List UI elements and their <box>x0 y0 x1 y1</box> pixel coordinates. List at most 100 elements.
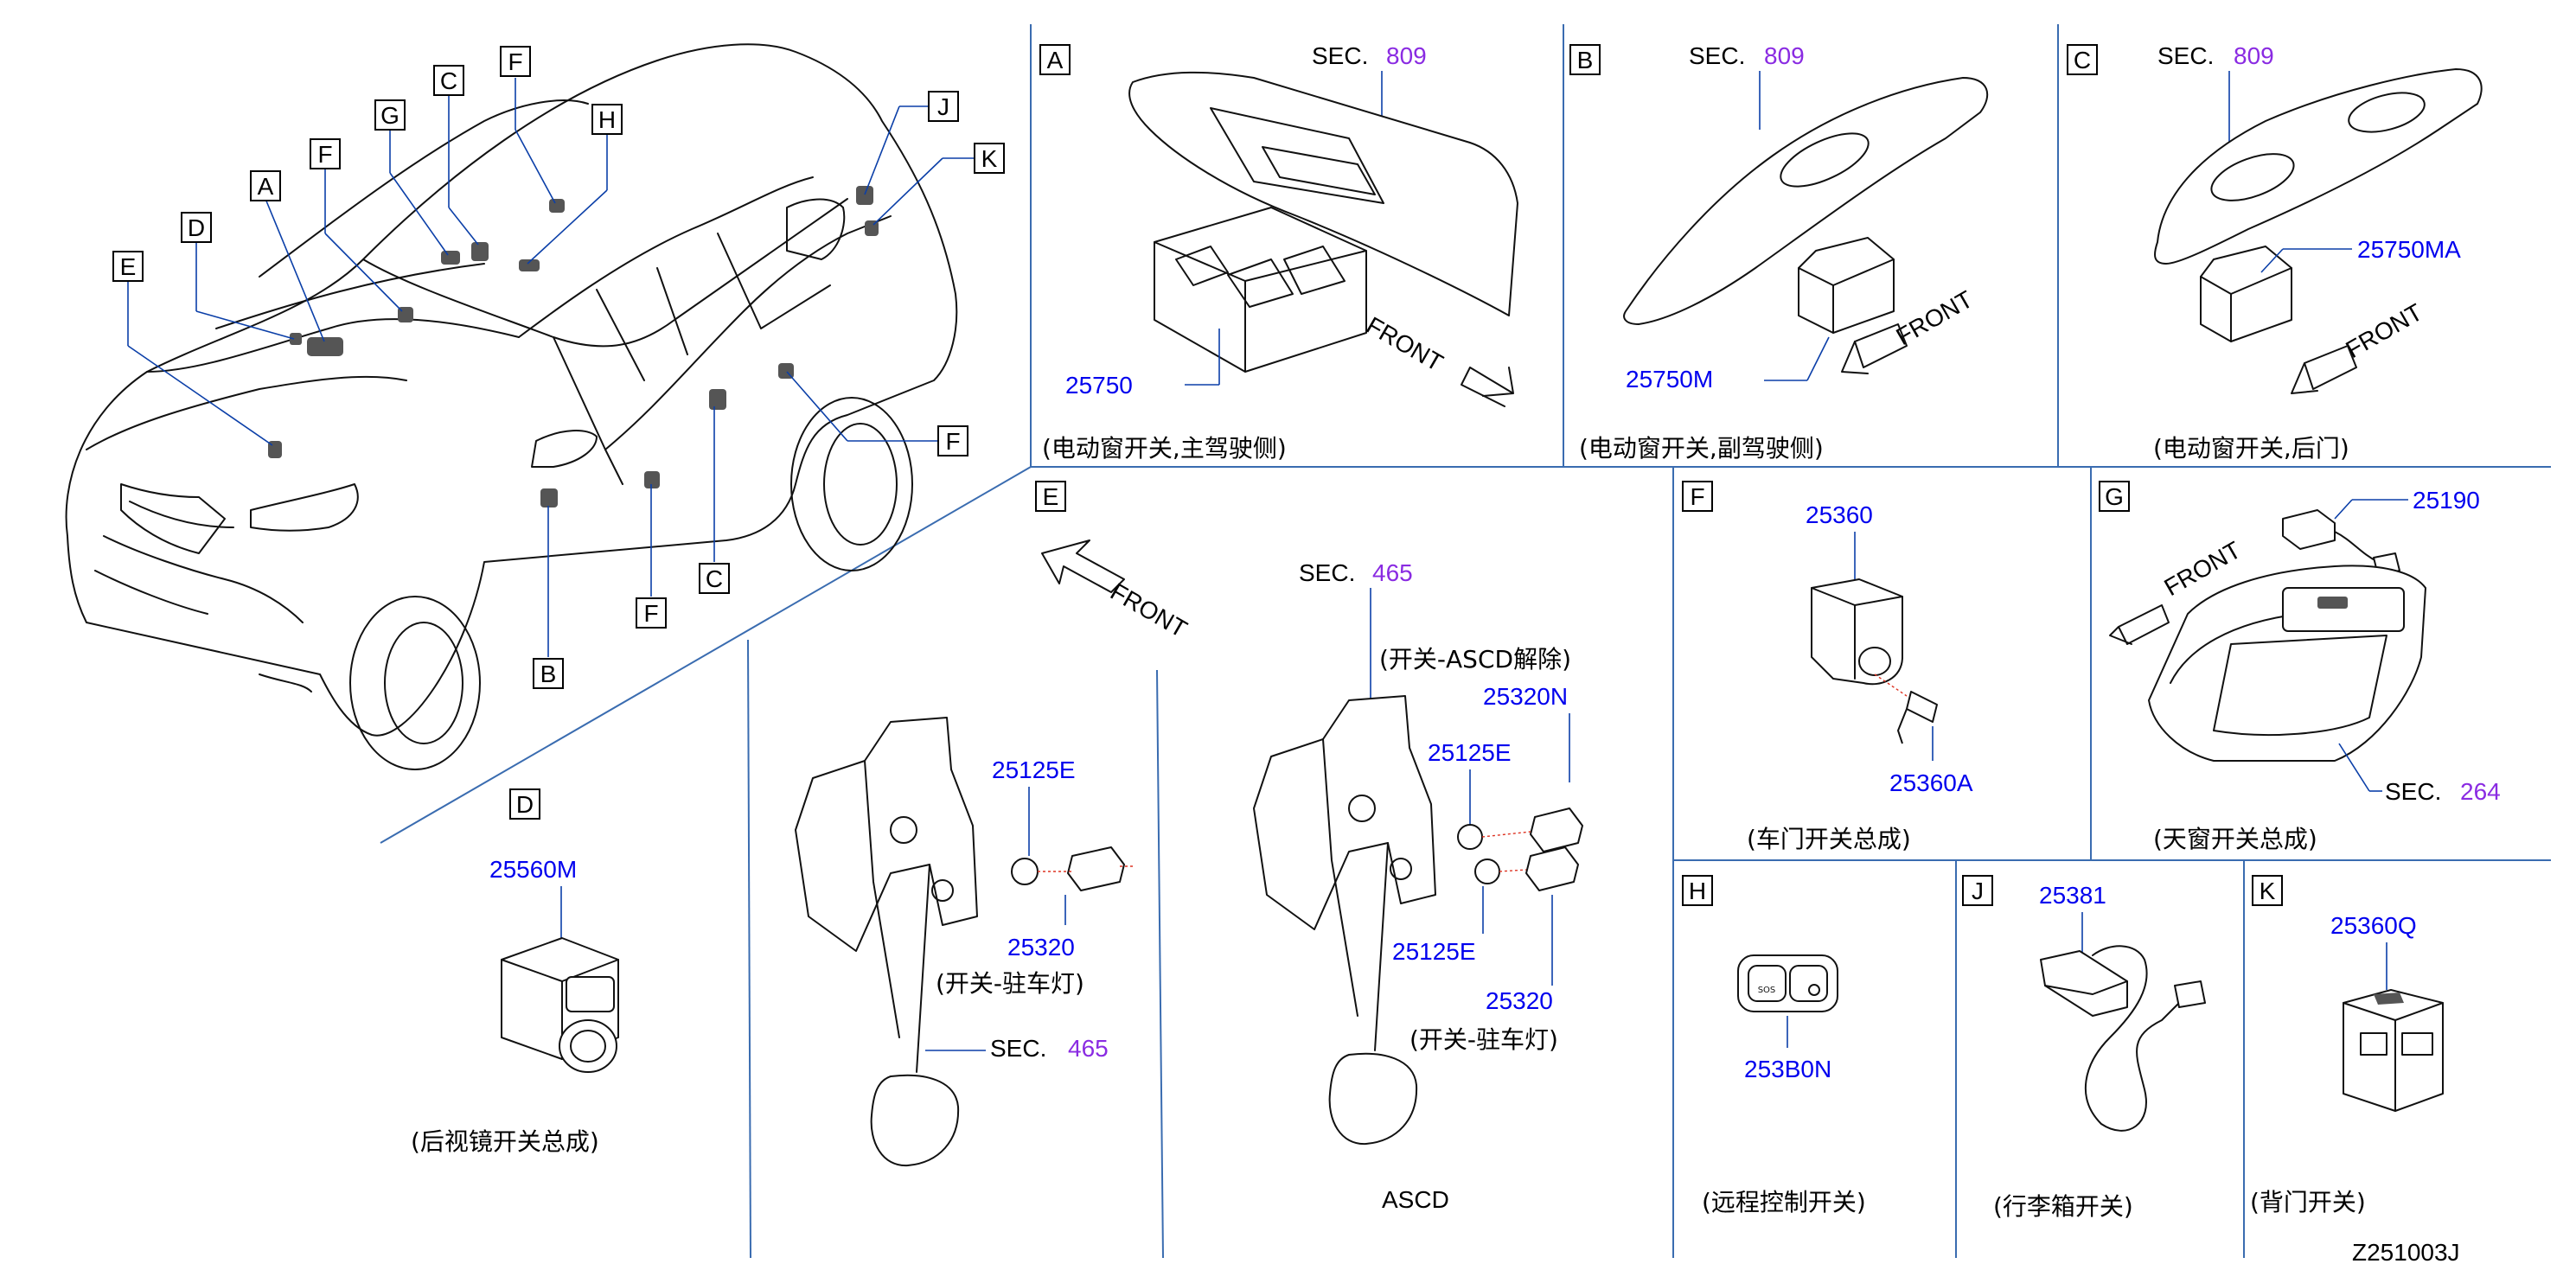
svg-text:K: K <box>2260 878 2276 904</box>
panel-H: H SOS 253B0N (远程控制开关) <box>1682 875 1866 1216</box>
panel-F-bolt <box>1897 691 1938 744</box>
panel-E-left-stopper <box>1011 858 1039 885</box>
panel-E-right-sec-label: SEC. <box>1299 559 1355 586</box>
svg-text:H: H <box>1689 878 1706 904</box>
panel-C-sec-number: 809 <box>2234 42 2274 69</box>
panel-E-front-arrow <box>1041 539 1125 593</box>
panel-G-sec-number: 264 <box>2460 778 2501 805</box>
panel-G-letter: G <box>2099 481 2130 512</box>
svg-text:B: B <box>540 661 557 687</box>
svg-text:E: E <box>120 253 137 280</box>
panel-E-right-part-b: 25125E <box>1428 739 1512 766</box>
callout-A: A <box>250 170 281 201</box>
overview-leaders <box>127 78 975 657</box>
panel-G-front-arrow <box>2109 604 2170 645</box>
panel-A-sec-number: 809 <box>1386 42 1427 69</box>
panel-E-left-pedal <box>795 717 978 1167</box>
callout-C-1: C <box>433 65 464 96</box>
panel-E-right-stopper-2 <box>1474 859 1500 884</box>
callout-K: K <box>974 143 1005 174</box>
panel-C-letter: C <box>2067 44 2098 75</box>
svg-text:J: J <box>1972 878 1984 904</box>
panel-B-front-arrow <box>1854 323 1908 368</box>
svg-text:G: G <box>2105 483 2124 510</box>
panel-C-switch <box>2200 246 2292 342</box>
svg-text:F: F <box>317 141 332 168</box>
panel-dividers <box>380 24 2551 1259</box>
panel-J-harness <box>2084 945 2180 1132</box>
panel-A-front-arrow <box>1461 367 1514 407</box>
svg-text:C: C <box>706 565 723 592</box>
panel-K-caption: (背门开关) <box>2250 1188 2366 1216</box>
panel-H-sos-text: SOS <box>1758 986 1776 995</box>
svg-text:B: B <box>1577 47 1594 73</box>
svg-text:F: F <box>1690 483 1704 510</box>
callout-D: D <box>181 212 212 243</box>
panel-E-right-switch-1 <box>1530 807 1583 852</box>
svg-text:C: C <box>2074 47 2091 73</box>
panel-E-right-pedal <box>1253 695 1436 1146</box>
panel-E-right-switch-2 <box>1525 846 1579 891</box>
svg-text:K: K <box>981 145 998 172</box>
panel-B: B SEC. 809 25750M FRONT (电动窗开关,副驾驶侧) <box>1569 42 1989 463</box>
panel-C-front-label: FRONT <box>2342 298 2427 363</box>
panel-C-caption: (电动窗开关,后门) <box>2153 434 2349 463</box>
panel-A-caption: (电动窗开关,主驾驶侧) <box>1042 434 1287 463</box>
panel-F-part-a: 25360 <box>1806 501 1873 528</box>
panel-D: D 25560M (后视镜开关总成) <box>411 788 619 1156</box>
panel-A-switch <box>1154 207 1367 373</box>
callout-G: G <box>374 99 406 131</box>
svg-text:D: D <box>516 791 534 818</box>
panel-E-right-stopper-1 <box>1457 824 1483 850</box>
panel-G-connector <box>2282 509 2336 550</box>
callout-F-4: F <box>636 597 667 629</box>
svg-text:F: F <box>945 428 960 455</box>
callout-F-1: F <box>310 138 341 169</box>
panel-E-right-label: ASCD <box>1382 1186 1449 1213</box>
panel-E-right-part-c: 25125E <box>1392 938 1476 965</box>
panel-B-sec-label: SEC. <box>1689 42 1745 69</box>
svg-text:H: H <box>598 106 616 133</box>
panel-H-part-number: 253B0N <box>1744 1056 1831 1082</box>
panel-E-front-label: FRONT <box>1106 578 1192 642</box>
svg-text:A: A <box>258 173 274 200</box>
panel-A-front-label: FRONT <box>1362 311 1448 376</box>
callout-H: H <box>591 104 623 135</box>
svg-text:G: G <box>380 102 400 129</box>
panel-E-left-note: (开关-驻车灯) <box>936 969 1084 998</box>
panel-K-letter: K <box>2252 875 2283 906</box>
panel-E-left-part-a: 25125E <box>992 756 1076 783</box>
svg-text:F: F <box>508 48 522 75</box>
panel-C-part-number: 25750MA <box>2357 236 2461 263</box>
vehicle-overview <box>65 43 958 770</box>
panel-G-caption: (天窗开关总成) <box>2153 825 2317 853</box>
panel-J-part-number: 25381 <box>2039 882 2106 909</box>
panel-J-letter: J <box>1962 875 1993 906</box>
panel-K-backdoor-switch <box>2343 989 2444 1112</box>
callout-J: J <box>928 91 959 122</box>
panel-J: J 25381 (行李箱开关) <box>1962 875 2206 1221</box>
panel-E-right-part-d: 25320 <box>1486 987 1553 1014</box>
panel-D-part-number: 25560M <box>489 856 577 883</box>
svg-text:F: F <box>643 600 658 627</box>
panel-D-caption: (后视镜开关总成) <box>411 1127 599 1156</box>
panel-E-right-sec-number: 465 <box>1372 559 1413 586</box>
panel-A-letter: A <box>1039 44 1071 75</box>
callout-C-2: C <box>699 563 730 594</box>
panel-J-caption: (行李箱开关) <box>1993 1192 2133 1221</box>
panel-H-caption: (远程控制开关) <box>1702 1188 1866 1216</box>
panel-A: A SEC. 809 25750 FRONT (电动窗开关,主驾驶侧) <box>1039 42 1518 463</box>
panel-E-left-part-b: 25320 <box>1007 934 1075 961</box>
callout-F-3: F <box>937 425 968 456</box>
panel-A-part-number: 25750 <box>1065 372 1133 399</box>
callout-B: B <box>533 658 564 689</box>
panel-E-left-sec-number: 465 <box>1068 1035 1109 1062</box>
panel-B-door-trim <box>1623 77 1989 325</box>
panel-H-remote-switch <box>1737 954 1838 1012</box>
panel-E-left-switch <box>1067 846 1125 891</box>
panel-B-sec-number: 809 <box>1764 42 1805 69</box>
panel-C-front-arrow <box>2291 345 2357 394</box>
panel-E-right-note-bottom: (开关-驻车灯) <box>1409 1025 1558 1054</box>
panel-E-left-sec-label: SEC. <box>990 1035 1046 1062</box>
